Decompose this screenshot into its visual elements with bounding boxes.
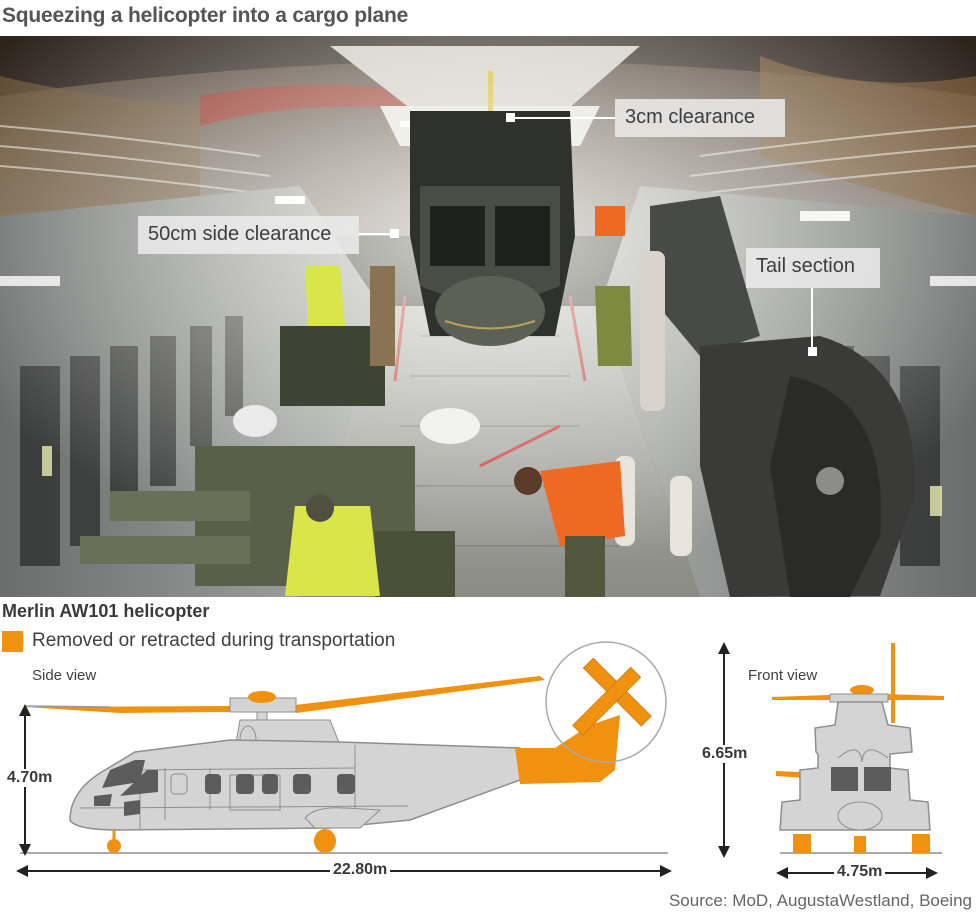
callout-side-clearance: 50cm side clearance [138, 216, 359, 254]
side-length-label: 22.80m [330, 861, 391, 879]
legend-label: Removed or retracted during transportati… [32, 630, 396, 651]
cargo-hold-illustration [0, 36, 976, 597]
side-view-label: Side view [32, 667, 97, 684]
source-credit: Source: MoD, AugustaWestland, Boeing [668, 891, 972, 910]
callout-marker [808, 347, 817, 356]
cargo-hold-photo: 3cm clearance 50cm side clearance Tail s… [0, 36, 976, 597]
callout-leader-line [513, 117, 615, 119]
callout-3cm-clearance: 3cm clearance [615, 99, 785, 137]
page-title: Squeezing a helicopter into a cargo plan… [2, 4, 409, 27]
legend: Removed or retracted during transportati… [2, 630, 395, 652]
callout-tail-section: Tail section [746, 248, 880, 288]
helicopter-diagram [16, 641, 944, 879]
front-height-label: 6.65m [699, 745, 751, 763]
callout-marker [506, 113, 515, 122]
front-view-label: Front view [748, 667, 818, 684]
legend-swatch-orange [2, 630, 23, 652]
callout-leader-line [811, 288, 813, 350]
callout-leader-line [358, 233, 394, 235]
callout-marker [390, 229, 399, 238]
side-view-drawing [16, 641, 672, 877]
front-view-drawing [718, 642, 944, 879]
diagram-subtitle: Merlin AW101 helicopter [2, 601, 210, 621]
side-height-label: 4.70m [4, 769, 56, 787]
front-width-label: 4.75m [834, 863, 886, 881]
